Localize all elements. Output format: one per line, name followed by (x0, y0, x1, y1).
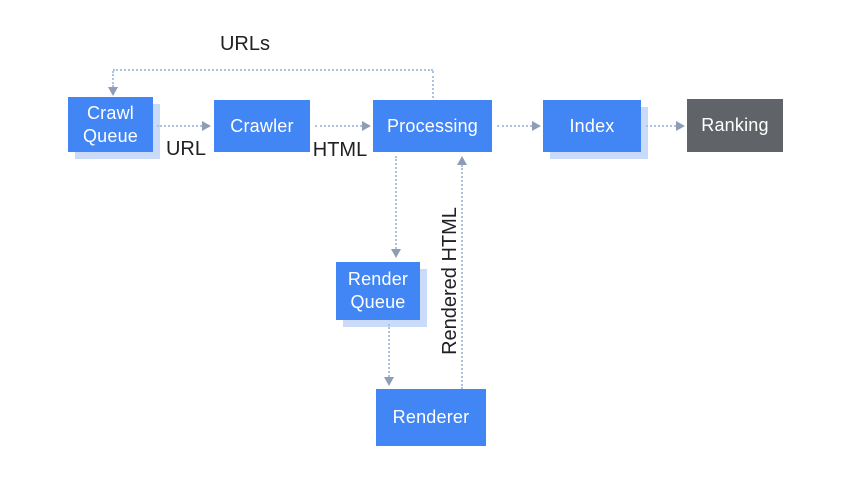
edge-renderqueue-to-renderer (388, 324, 390, 377)
node-crawl-queue-label: Crawl Queue (82, 102, 139, 146)
feedback-line-horizontal (113, 69, 433, 71)
edge-label-html: HTML (312, 139, 368, 161)
arrowhead-into-processing (362, 121, 371, 131)
edge-renderer-to-processing (461, 165, 463, 389)
edge-label-url: URL (165, 138, 206, 160)
edge-label-urls: URLs (219, 33, 270, 55)
arrowhead-into-ranking (676, 121, 685, 131)
node-processing: Processing (373, 100, 492, 152)
node-index-label: Index (569, 115, 615, 136)
node-crawler: Crawler (214, 100, 310, 152)
arrowhead-into-render-queue (391, 249, 401, 258)
feedback-line-right-vertical (432, 71, 434, 98)
arrowhead-into-crawl-queue (108, 87, 118, 96)
edge-processing-to-index (497, 125, 532, 127)
node-render-queue: Render Queue (336, 262, 420, 320)
edge-crawler-to-processing (315, 125, 362, 127)
node-ranking-label: Ranking (701, 115, 769, 135)
feedback-line-left-vertical (112, 71, 114, 87)
node-render-queue-label: Render Queue (347, 269, 409, 312)
edge-label-rendered-html: Rendered HTML (439, 207, 461, 355)
node-processing-label: Processing (386, 115, 479, 136)
node-renderer: Renderer (376, 389, 486, 446)
node-crawl-queue: Crawl Queue (68, 97, 153, 152)
node-ranking: Ranking (687, 99, 783, 152)
arrowhead-into-processing-bottom (457, 156, 467, 165)
arrowhead-into-crawler (202, 121, 211, 131)
node-index: Index (543, 100, 641, 152)
node-crawler-label: Crawler (230, 115, 294, 136)
edge-crawlqueue-to-crawler (157, 125, 202, 127)
node-renderer-label: Renderer (392, 407, 470, 427)
edge-processing-to-renderqueue (395, 156, 397, 249)
edge-index-to-ranking (646, 125, 676, 127)
arrowhead-into-index (532, 121, 541, 131)
arrowhead-into-renderer (384, 377, 394, 386)
